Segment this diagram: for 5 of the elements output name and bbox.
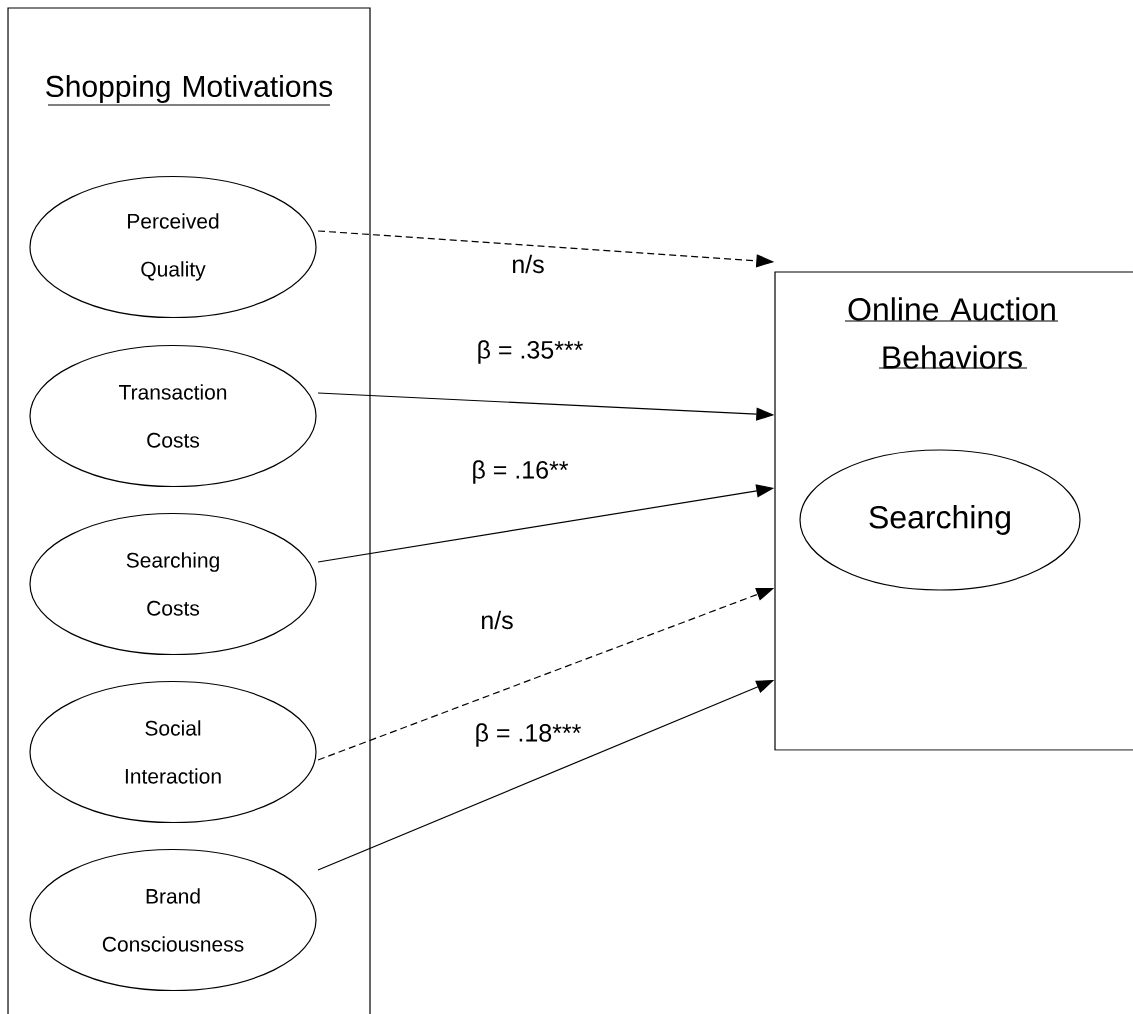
edge-label: β = .18*** [476,723,581,747]
edge-label: n/s [513,254,544,274]
edge-label: β = .35*** [478,340,583,364]
edge-label: β = .16** [473,460,569,484]
edge-label: n/s [482,610,513,630]
